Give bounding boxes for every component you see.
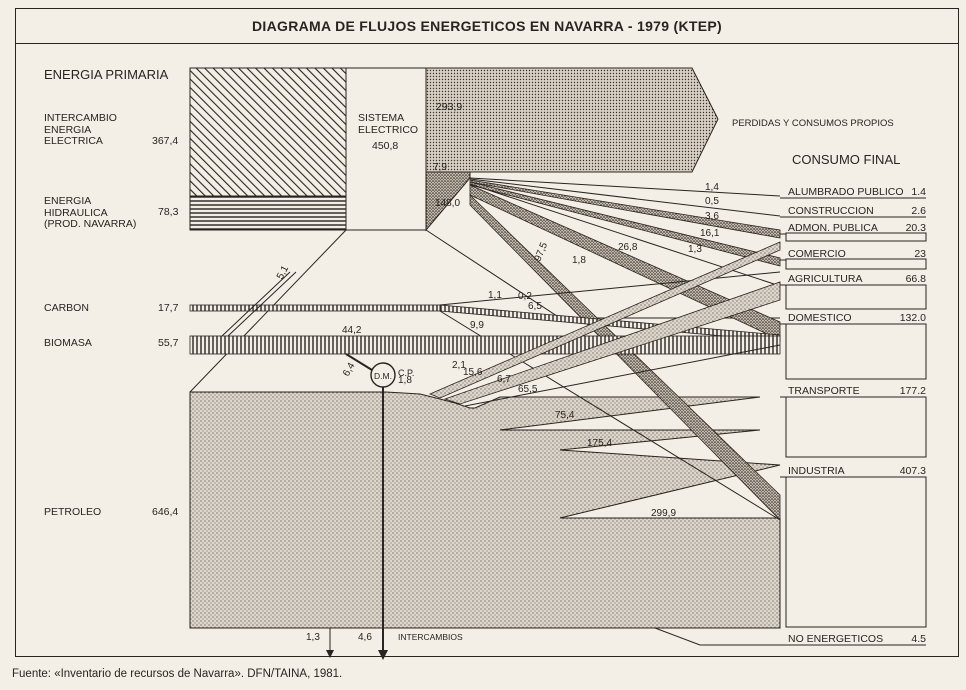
flow-label: 6,7 [497,374,511,385]
consumer-value: 1.4 [911,186,926,198]
flow-label: 299,9 [651,508,676,519]
flow-label: 16,1 [700,228,720,239]
flow-label: 0,2 [518,291,532,302]
consumer-label: TRANSPORTE [788,385,860,397]
flow-label: 175,4 [587,438,612,449]
flow-agricultura-line [469,183,781,287]
petroleo-value: 646,4 [152,506,179,518]
flow-label: 6,5 [528,301,542,312]
consumo-heading: CONSUMO FINAL [792,152,901,167]
sistema-value: 450,8 [372,140,399,152]
consumer-label: ADMON. PUBLICA [788,222,878,234]
petroleo-comercio-band [428,241,781,399]
consumer-value: 407.3 [899,465,926,477]
flow-label: 26,8 [618,242,638,253]
flow-label: 15,6 [463,367,483,378]
intercambios-label: INTERCAMBIOS [398,632,463,642]
consumer-label: DOMESTICO [788,312,852,324]
consumer-label: COMERCIO [788,248,846,260]
flow-label: 9,9 [470,320,484,331]
intercambio-label: INTERCAMBIO ENERGIA ELECTRICA [44,112,117,147]
consumer-value: 23 [914,248,926,260]
cp-label: C.P. [398,368,414,378]
petroleo-agricultura-band [443,281,781,405]
primary-heading: ENERGIA PRIMARIA [44,67,169,82]
title-bar: DIAGRAMA DE FLUJOS ENERGETICOS EN NAVARR… [15,8,959,44]
consumer-label: NO ENERGETICOS [788,633,884,645]
perdidas-label: PERDIDAS Y CONSUMOS PROPIOS [732,118,894,129]
biomasa-label: BIOMASA [44,337,92,349]
flow-label: 97,5 [533,241,551,264]
biomasa-value: 55,7 [158,337,179,349]
flow-label: 0,5 [705,196,719,207]
consumer-value: 177.2 [899,385,926,397]
flow-label: 1,8 [398,375,412,386]
consumer-box [785,232,927,242]
flow-label: 1,1 [488,290,502,301]
consumer-value: 2.6 [911,205,926,217]
flow-label: 1,4 [705,182,719,193]
petroleo-domestico-line [464,344,781,407]
flow-label: 148,0 [435,198,460,209]
consumer-value: 66.8 [905,273,926,285]
biomasa-to-carbon [221,271,291,337]
flow-label: 75,4 [555,410,575,421]
consumer-box [785,284,927,310]
no-energeticos-line [654,627,701,646]
flow-label: 44,2 [342,325,362,336]
consumer-box [785,323,927,380]
consumer-label: CONSTRUCCION [788,205,874,217]
carbon-flow [189,304,441,312]
carbon-value: 17,7 [158,302,179,314]
dm-input-line [345,353,373,371]
intercambio-value: 367,4 [152,135,179,147]
consumer-label: ALUMBRADO PUBLICO [788,186,904,198]
consumer-label: INDUSTRIA [788,465,845,477]
consumer-box [785,258,927,270]
petroleo-label: PETROLEO [44,506,102,518]
flow-label: 1,3 [306,632,320,643]
flow-label: 7,9 [433,162,447,173]
consumer-value: 132.0 [899,312,926,324]
flow-label: 2,1 [452,360,466,371]
diagram-title: DIAGRAMA DE FLUJOS ENERGETICOS EN NAVARR… [252,18,722,34]
exchange-left-arrow [326,650,334,658]
hidraulica-label: ENERGIA HIDRAULICA (PROD. NAVARRA) [44,195,137,230]
flow-label: 3,6 [705,211,719,222]
biomasa-flow [189,335,781,355]
perdidas-arrow [425,67,719,173]
hidraulica-block [189,195,347,231]
consumer-box [785,476,927,628]
dm-arrow-head [378,650,388,660]
consumer-value: 20.3 [905,222,926,234]
source-note: Fuente: «Inventario de recursos de Navar… [12,668,343,680]
flow-label: 1,8 [572,255,586,266]
consumer-boxes [780,197,927,646]
flow-label: 1,3 [688,244,702,255]
flow-alumbrado-line [469,177,781,197]
sistema-label: SISTEMA ELECTRICO [358,112,419,136]
flow-label: 6,4 [341,361,358,379]
flow-construccion-line [469,178,781,217]
consumer-box [785,396,927,458]
dm-label: D.M. [374,371,392,381]
flow-label: 4,6 [358,632,372,643]
flow-label: 65,5 [518,384,538,395]
petroleo-flow [189,391,781,629]
perdidas-value: 293,9 [436,101,463,113]
sistema-electrico-box [345,67,427,231]
carbon-label: CARBON [44,302,89,314]
flow-admon-band [469,179,781,239]
diagram-frame [15,8,959,657]
intercambio-block [189,67,347,197]
consumer-label: AGRICULTURA [788,273,863,285]
biomasa-to-carbon-2 [227,271,297,337]
carbon-agricultura-line [439,271,781,306]
hidraulica-value: 78,3 [158,206,179,218]
consumer-value: 4.5 [911,633,926,645]
